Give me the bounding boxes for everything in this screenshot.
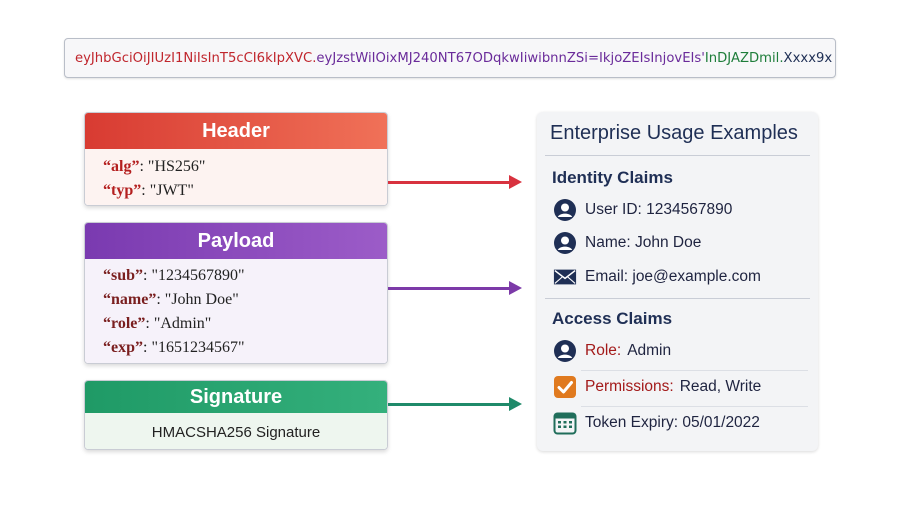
user-icon [553, 339, 577, 363]
payload-arrow [388, 281, 522, 295]
panel-title: Enterprise Usage Examples [550, 122, 798, 144]
header-field: “alg”: "HS256" [103, 158, 206, 175]
signature-arrow [388, 397, 522, 411]
signature-title: Signature [85, 381, 387, 413]
identity-claims-title: Identity Claims [552, 168, 673, 187]
envelope-icon [553, 265, 577, 289]
user-icon [553, 198, 577, 222]
token-tail-segment: Xxxx9x [783, 50, 833, 66]
panel-divider [545, 155, 810, 156]
usage-examples-panel: Enterprise Usage Examples Identity Claim… [537, 112, 818, 451]
payload-field: “sub”: "1234567890" [103, 267, 245, 284]
calendar-icon [553, 411, 577, 435]
signature-box: Signature HMACSHA256 Signature [84, 380, 388, 450]
header-title: Header [85, 113, 387, 149]
access-claims-title: Access Claims [552, 309, 673, 328]
identity-item-user-id: User ID: 1234567890 [553, 197, 732, 223]
token-header-segment: eyJhbGciOiJIUzI1NiIsInT5cCI6kIpXVC. [75, 50, 317, 66]
access-item-token-expiry: Token Expiry: 05/01/2022 [553, 410, 760, 436]
user-icon [553, 231, 577, 255]
item-divider [581, 406, 808, 407]
payload-title: Payload [85, 223, 387, 259]
payload-field: “exp”: "1651234567" [103, 339, 245, 356]
header-fields: “alg”: "HS256" “typ”: "JWT" [85, 149, 387, 205]
identity-item-name: Name: John Doe [553, 230, 701, 256]
header-arrow [388, 175, 522, 189]
identity-item-email: Email: joe@example.com [553, 264, 761, 290]
signature-text: HMACSHA256 Signature [151, 423, 321, 441]
payload-box: Payload “sub”: "1234567890" “name”: "Joh… [84, 222, 388, 364]
header-field: “typ”: "JWT" [103, 182, 194, 199]
token-payload-segment: eyJzstWiIOixMJ240NT67ODqkwIiwibnnZSi=Ikj… [316, 50, 705, 66]
jwt-token-bar: eyJhbGciOiJIUzI1NiIsInT5cCI6kIpXVC.eyJzs… [64, 38, 836, 78]
item-divider [581, 370, 808, 371]
payload-field: “role”: "Admin" [103, 315, 212, 332]
access-item-permissions: Permissions: Read, Write [553, 374, 761, 400]
signature-body: HMACSHA256 Signature [85, 413, 387, 449]
payload-fields: “sub”: "1234567890" “name”: "John Doe" “… [85, 259, 387, 363]
payload-field: “name”: "John Doe" [103, 291, 239, 308]
checkbox-icon [553, 375, 577, 399]
header-box: Header “alg”: "HS256" “typ”: "JWT" [84, 112, 388, 206]
token-signature-segment: InDJAZDmil. [704, 50, 784, 66]
access-item-role: Role: Admin [553, 338, 671, 364]
panel-divider [545, 298, 810, 299]
